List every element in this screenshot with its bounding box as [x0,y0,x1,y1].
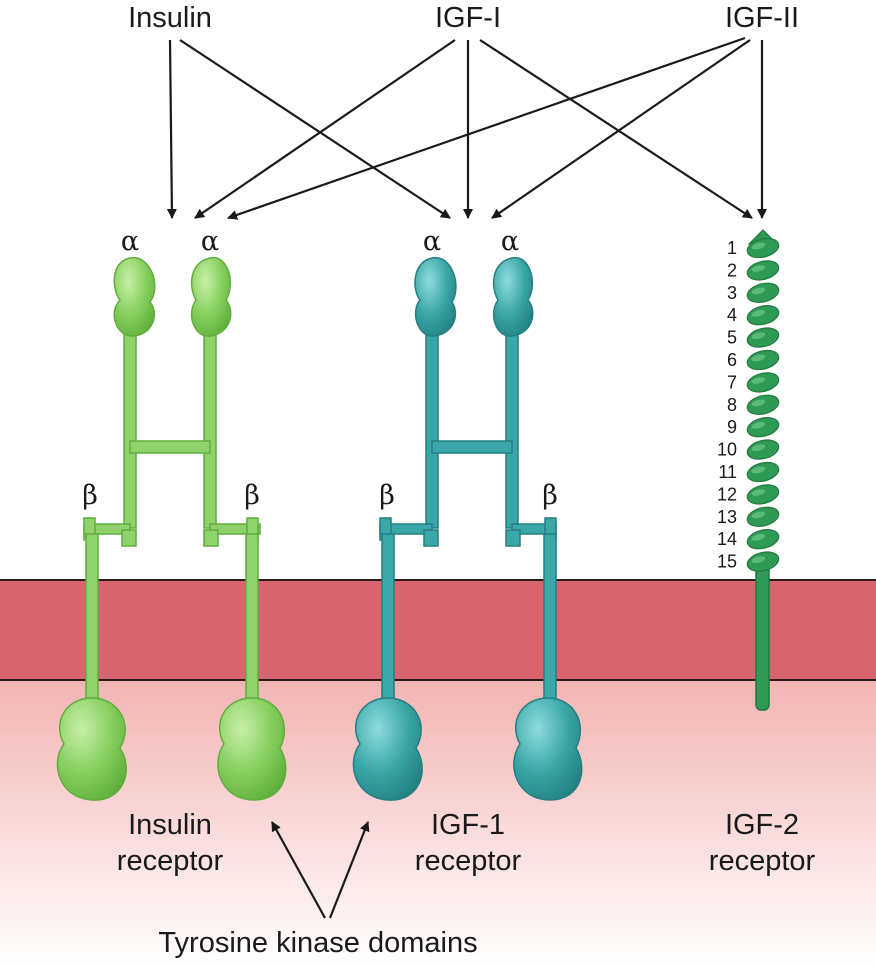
igf1-kinase-domain-left [352,697,423,801]
igf1-alpha-head-right [492,257,534,337]
igf2-repeat-number: 3 [727,283,737,303]
arrow-kinase-to-insulin-receptor [271,821,326,919]
igf2-repeat-highlight [751,242,766,250]
igf2-repeat-number: 2 [727,260,737,280]
arrow-insulin-to-igf1-receptor [179,39,451,219]
igf2-repeat-number: 6 [727,350,737,370]
igf2-repeat-highlight [751,265,766,272]
igf2-repeat-domain [746,439,780,460]
igf2-repeat-domain [746,349,780,371]
insulin-alpha-head-right [190,257,232,337]
insulin-receptor-label-line2: receptor [117,845,224,877]
igf1-beta-label-right: β [542,480,558,511]
igf1-receptor [352,257,583,801]
igf2-repeat-number: 11 [718,462,737,482]
igf2-repeat-highlight [751,421,766,429]
igf2-repeat-number: 12 [717,484,737,504]
igf2-repeat-domain [746,372,780,393]
igf2-repeat-domain [746,260,780,281]
igf2-repeat-highlight [751,309,766,317]
igf1-receptor-label-line1: IGF-1 [431,809,505,841]
igf2-repeat-domain [746,237,780,259]
igf2-repeat-number: 5 [727,328,737,348]
igf1-kinase-domain-right [513,697,583,801]
igf2-repeat-highlight [751,287,766,295]
binding-arrows [166,36,767,919]
cell-membrane [0,580,876,680]
igf1-receptor-label-line2: receptor [415,845,522,877]
igf2-receptor-label-line2: receptor [709,845,816,877]
arrow-igf2-to-igf1-receptor [491,39,751,219]
igf2-receptor-label-line1: IGF-2 [725,809,799,841]
insulin-alpha-head-left [113,257,156,337]
insulin-receptor [56,257,287,801]
igf2-repeat-highlight [751,444,766,452]
igf2-repeat-domain [746,305,780,326]
igf2-repeat-highlight [751,533,766,541]
igf2-repeat-highlight [751,399,766,407]
igf2-repeat-domain [746,394,780,415]
igf2-repeat-domain [746,529,780,550]
igf1-beta-label-left: β [379,480,395,511]
ligand-igf2-label: IGF-II [725,2,799,34]
igf2-repeat-domain [746,506,780,527]
insulin-receptor-label-line1: Insulin [128,809,212,841]
igf2-repeat-domain [746,461,780,483]
igf2-repeat-domain [746,484,780,505]
arrow-igf1-to-insulin-receptor [194,39,456,219]
tyrosine-kinase-caption: Tyrosine kinase domains [158,927,477,959]
arrow-insulin-to-insulin-receptor [166,39,177,219]
arrow-igf1-to-igf2-receptor [479,39,753,219]
insulin-kinase-domain-right [217,697,287,801]
igf2-repeat-number: 15 [717,552,737,572]
igf2-repeat-highlight [751,354,766,362]
igf2-repeat-domain [746,282,780,303]
arrow-igf2-to-insulin-receptor [227,36,746,220]
igf2-transmembrane-stalk [755,559,770,711]
igf2-repeat-number: 14 [717,529,737,549]
igf2-repeat-highlight [751,466,766,474]
insulin-alpha-label-right: α [201,226,219,257]
insulin-beta-label-left: β [82,480,98,511]
igf2-repeat-number: 8 [727,395,737,415]
insulin-beta-label-right: β [244,480,260,511]
igf2-repeat-domain [746,327,780,348]
igf1-alpha-head-left [414,257,457,337]
igf1-alpha-label-left: α [423,226,441,257]
igf2-repeat-number: 10 [717,440,737,460]
igf2-repeat-domain [746,417,780,438]
igf1-alpha-label-right: α [501,226,519,257]
igf2-repeat-number: 13 [717,507,737,527]
insulin-kinase-domain-left [56,697,127,801]
ligand-igf1-label: IGF-I [435,2,501,34]
insulin-alpha-label-left: α [121,226,139,257]
igf2-repeat-number: 9 [727,417,737,437]
igf2-repeat-number: 4 [727,305,737,325]
igf2-repeat-highlight [751,332,766,340]
igf2-repeat-domains [746,229,780,572]
ligand-insulin-label: Insulin [128,2,212,34]
igf2-repeat-highlight [751,377,766,384]
igf2-repeat-highlight [751,556,766,564]
cytoplasm-region [0,680,876,966]
igf2-repeat-highlight [751,489,766,496]
igf2-repeat-highlight [751,511,766,519]
igf2-repeat-domain [746,551,780,572]
igf2-repeat-number: 7 [727,372,737,392]
arrow-kinase-to-igf1-receptor [328,821,370,919]
igf2-repeat-number: 1 [727,238,737,258]
